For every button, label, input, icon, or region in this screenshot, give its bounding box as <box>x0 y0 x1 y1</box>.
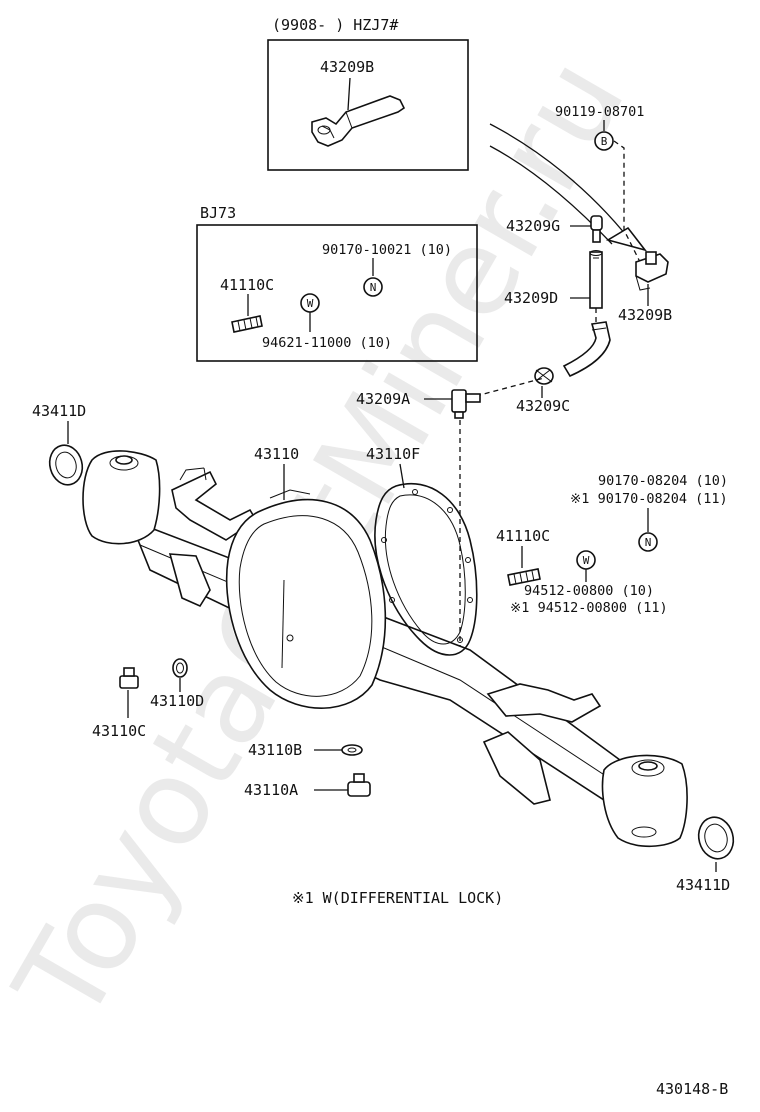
gasket-43110d <box>172 658 188 678</box>
callout-arrowhead <box>605 226 648 252</box>
part-label-43110d: 43110D <box>150 692 204 710</box>
axle-housing-assembly: 43411D <box>32 402 735 894</box>
axle-end-right <box>601 754 688 848</box>
part-label-43110: 43110 <box>254 445 299 463</box>
carrier-gasket-43110f <box>374 483 478 656</box>
differential-housing <box>225 489 387 709</box>
footnote-differential-lock: ※1 W(DIFFERENTIAL LOCK) <box>292 889 503 907</box>
nut-mark-n-circle <box>363 277 383 297</box>
axle-end-left <box>82 450 161 545</box>
bracket-43209b <box>635 251 669 291</box>
part-label-94621-11000: 94621-11000 (10) <box>262 335 392 351</box>
bolt-mark-b: B <box>601 135 608 148</box>
plug-43110c <box>119 667 139 689</box>
spring-seat-left <box>168 467 258 608</box>
part-label-43209g: 43209G <box>506 217 560 235</box>
part-label-43209b: 43209B <box>618 306 672 324</box>
part-label-43209a: 43209A <box>356 390 410 408</box>
nut-mark-n-right-circle <box>638 532 658 552</box>
dash-union-to-clamp <box>475 377 545 397</box>
inset-bj73-title: BJ73 <box>200 204 236 222</box>
leader-43209b-inset <box>347 77 351 111</box>
nut-mark-n-right: N <box>645 536 652 549</box>
inset-hzj7-frame <box>267 39 469 171</box>
breather-pipe-43209d <box>589 250 603 309</box>
union-43209a <box>451 389 481 419</box>
inset-hzj7: (9908- ) HZJ7# 43209B <box>267 16 469 171</box>
callout-arrow-upper <box>489 123 631 241</box>
dash-bolt-to-bracket <box>613 140 641 263</box>
leader-43110f <box>399 463 405 489</box>
part-label-43411d-left: 43411D <box>32 402 86 420</box>
nut-mark-n: N <box>370 281 377 294</box>
breather-hose <box>562 321 611 378</box>
washer-mark-w: W <box>307 297 314 310</box>
stud-nut-washer-group: 90170-08204 (10) ※1 90170-08204 (11) N 4… <box>496 473 728 616</box>
stud-41110c <box>507 568 541 586</box>
part-label-43209c: 43209C <box>516 397 570 415</box>
breather-cap-43209g <box>590 215 603 243</box>
hose-clamp-43209c <box>534 367 554 385</box>
inset-bj73: BJ73 90170-10021 (10) N 41110C W 94621-1… <box>196 204 478 362</box>
oil-seal-left <box>48 444 84 486</box>
part-label-90170-08204-11: ※1 90170-08204 (11) <box>570 491 728 507</box>
part-label-43209b-inset: 43209B <box>320 58 374 76</box>
part-label-43110c: 43110C <box>92 722 146 740</box>
plug-43110a <box>347 773 371 797</box>
bracket-43209b-inset <box>311 95 406 147</box>
part-label-43110a: 43110A <box>244 781 298 799</box>
washer-mark-w-right: W <box>583 554 590 567</box>
part-label-90170-08204-10: 90170-08204 (10) <box>598 473 728 489</box>
gasket-43110b <box>341 744 363 756</box>
part-label-94512-00800-10: 94512-00800 (10) <box>524 583 654 599</box>
part-label-41110c: 41110C <box>496 527 550 545</box>
part-label-90170-10021: 90170-10021 (10) <box>322 242 452 258</box>
part-label-90119-08701: 90119-08701 <box>555 104 644 120</box>
part-label-43110b: 43110B <box>248 741 302 759</box>
inset-bj73-frame <box>196 224 478 362</box>
part-label-94512-00800-11: ※1 94512-00800 (11) <box>510 600 668 616</box>
part-label-43110f: 43110F <box>366 445 420 463</box>
part-label-43411d-right: 43411D <box>676 876 730 894</box>
part-label-43209d: 43209D <box>504 289 558 307</box>
part-label-41110c-inset: 41110C <box>220 276 274 294</box>
breather-assembly: 90119-08701 B 43209G 43209D 43209B <box>356 104 672 660</box>
spring-seat-right <box>482 683 602 805</box>
oil-seal-right <box>697 816 735 860</box>
stud-41110c-inset <box>231 315 263 333</box>
figure-id: 430148-B <box>656 1080 728 1098</box>
inset-hzj7-title: (9908- ) HZJ7# <box>272 16 398 34</box>
bolt-mark-b-circle <box>594 131 614 151</box>
